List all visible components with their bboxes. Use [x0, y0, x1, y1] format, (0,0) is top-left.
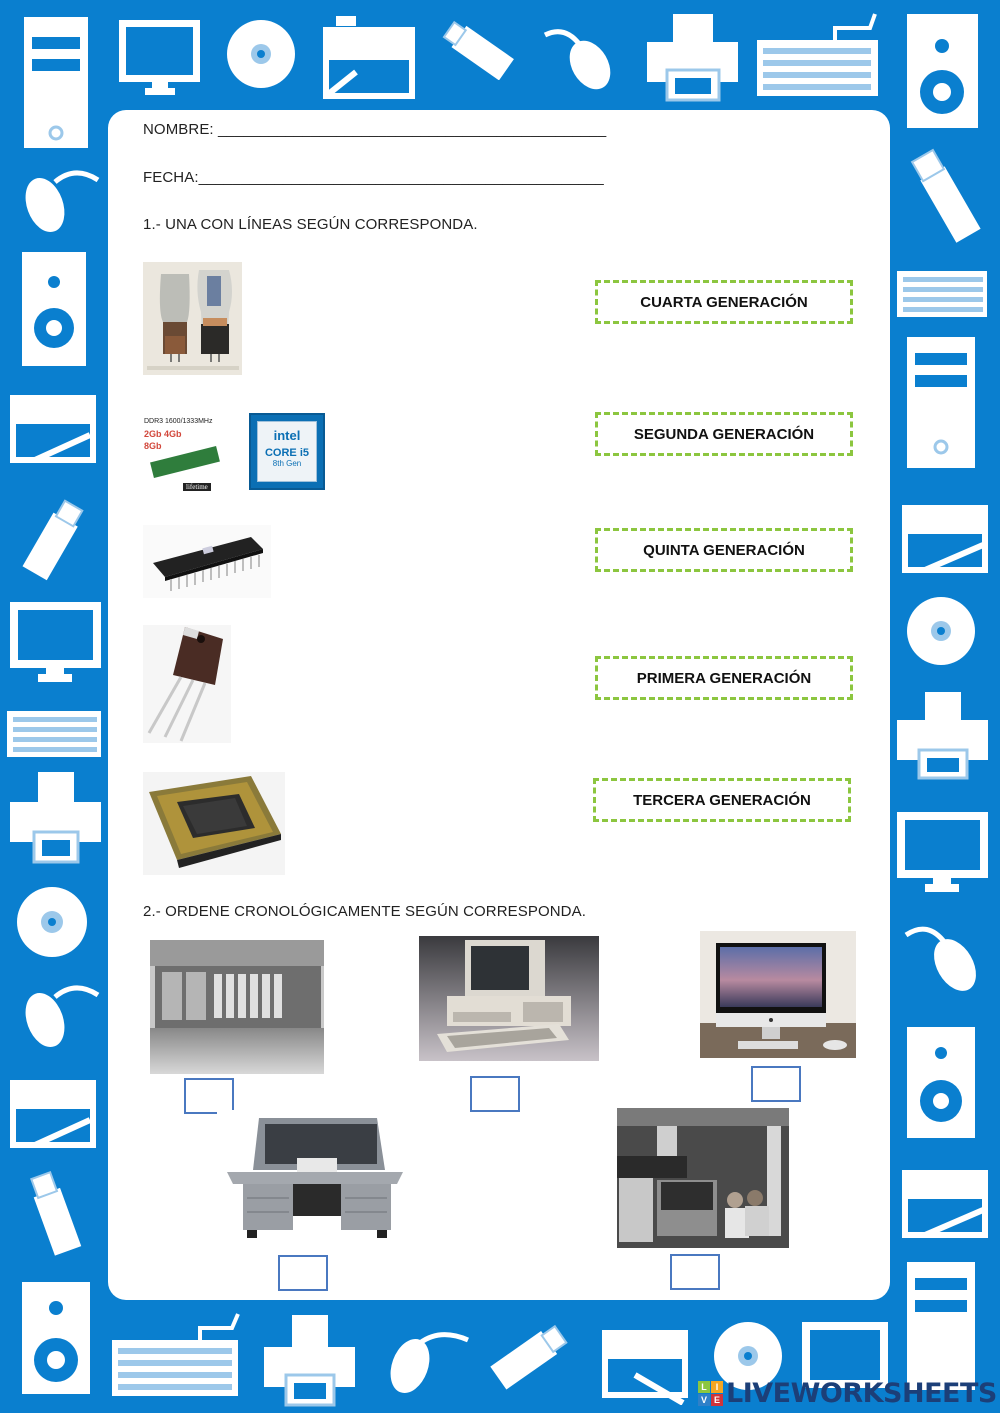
printer-icon	[10, 772, 101, 864]
tablet-stylus-icon	[10, 1080, 96, 1148]
tablet-stylus-icon	[10, 395, 96, 463]
keyboard-icon	[112, 1313, 240, 1396]
ram-size2-text: 8Gb	[144, 441, 162, 451]
usb-drive-icon	[442, 20, 514, 80]
printer-icon	[647, 14, 738, 102]
monitor-icon	[119, 20, 200, 95]
answer-box-5[interactable]	[670, 1254, 720, 1290]
keyboard-icon	[757, 13, 878, 96]
cpu-model-text: CORE i5	[264, 447, 309, 459]
transistor-image[interactable]	[143, 625, 231, 743]
ram-spec-text: DDR3 1600/1333MHz	[144, 418, 213, 425]
monitor-icon	[10, 602, 101, 682]
keyboard-icon	[7, 711, 101, 757]
watermark-text: LIVEWORKSHEETS	[726, 1378, 997, 1409]
transistor-console-image[interactable]	[217, 1110, 413, 1245]
keyboard-icon	[897, 271, 987, 317]
answer-box-4[interactable]	[278, 1255, 328, 1291]
tablet-stylus-icon	[602, 1330, 688, 1405]
option-segunda-generacion[interactable]: SEGUNDA GENERACIÓN	[595, 412, 853, 456]
mouse-icon	[543, 29, 611, 90]
tablet-stylus-icon	[902, 505, 988, 573]
option-primera-generacion[interactable]: PRIMERA GENERACIÓN	[595, 656, 853, 700]
usb-drive-icon	[910, 148, 981, 243]
cd-disc-icon	[714, 1322, 782, 1390]
answer-box-1[interactable]	[184, 1078, 234, 1114]
cd-disc-icon	[17, 887, 87, 957]
usb-drive-icon	[30, 1170, 82, 1256]
speaker-icon	[22, 252, 86, 366]
monitor-icon	[802, 1322, 888, 1388]
name-field[interactable]: NOMBRE: ________________________________…	[143, 121, 607, 138]
option-quinta-generacion[interactable]: QUINTA GENERACIÓN	[595, 528, 853, 572]
option-tercera-generacion[interactable]: TERCERA GENERACIÓN	[593, 778, 851, 822]
answer-box-2[interactable]	[470, 1076, 520, 1112]
imac-image[interactable]	[700, 931, 856, 1058]
usb-drive-icon	[22, 499, 84, 581]
printer-icon	[264, 1315, 355, 1407]
speaker-icon	[907, 14, 978, 128]
ram-sizes-text: 2Gb 4Gb	[144, 429, 182, 439]
section2-title: 2.- ORDENE CRONOLÓGICAMENTE SEGÚN CORRES…	[143, 903, 586, 920]
liveworksheets-watermark[interactable]: L I V E LIVEWORKSHEETS	[698, 1378, 997, 1409]
tablet-stylus-icon	[323, 16, 415, 99]
mouse-icon	[25, 985, 100, 1048]
speaker-icon	[22, 1282, 90, 1394]
mainframe-room-image[interactable]	[150, 940, 324, 1074]
printer-icon	[897, 692, 988, 780]
vacuum-tubes-image[interactable]	[143, 262, 242, 375]
speaker-icon	[907, 1027, 975, 1138]
ibm-pc-image[interactable]	[419, 936, 599, 1061]
computer-tower-icon	[24, 17, 88, 148]
computer-tower-icon	[907, 337, 975, 468]
univac-operators-image[interactable]	[617, 1108, 789, 1248]
intel-badge: intel CORE i5 8th Gen	[249, 413, 325, 490]
ram-and-intel-core-i5-image[interactable]: DDR3 1600/1333MHz 2Gb 4Gb 8Gb lifetime i…	[143, 412, 333, 496]
microprocessor-image[interactable]	[143, 772, 285, 875]
tablet-stylus-icon	[902, 1170, 988, 1238]
cd-disc-icon	[907, 597, 975, 665]
integrated-circuit-image[interactable]	[143, 525, 271, 598]
intel-logo-text: intel	[273, 428, 301, 443]
option-cuarta-generacion[interactable]: CUARTA GENERACIÓN	[595, 280, 853, 324]
mouse-icon	[390, 1332, 469, 1394]
answer-box-3[interactable]	[751, 1066, 801, 1102]
mouse-icon	[25, 170, 100, 233]
mouse-icon	[904, 926, 976, 991]
date-field[interactable]: FECHA:__________________________________…	[143, 169, 604, 186]
usb-drive-icon	[490, 1324, 568, 1390]
cpu-gen-text: 8th Gen	[272, 459, 302, 468]
cd-disc-icon	[227, 20, 295, 88]
computer-tower-icon	[907, 1262, 975, 1390]
section1-title: 1.- UNA CON LÍNEAS SEGÚN CORRESPONDA.	[143, 216, 478, 233]
ram-brand-label: lifetime	[183, 483, 211, 491]
live-badge-icon: L I V E	[698, 1381, 723, 1406]
monitor-icon	[897, 812, 988, 892]
